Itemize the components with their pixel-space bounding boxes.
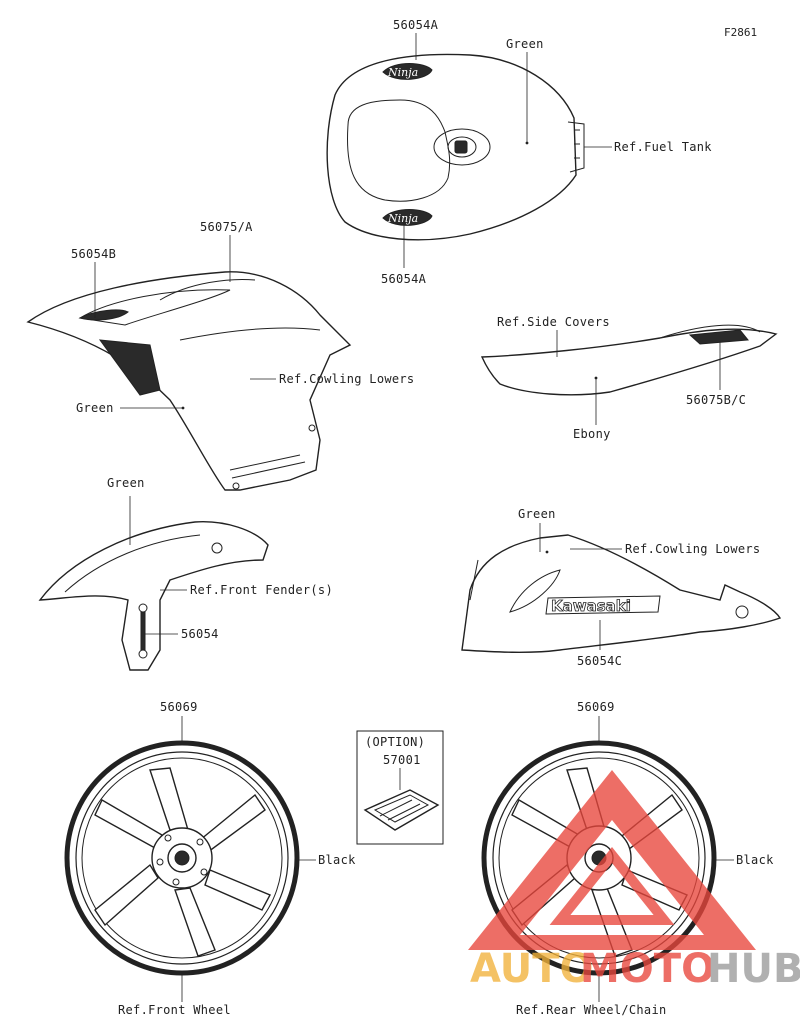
label-option-title: (OPTION) [365,735,425,749]
side-cover [480,328,778,396]
label-ref-side-covers: Ref.Side Covers [497,315,610,329]
lower-cowl-group: Kawasaki [461,534,782,654]
watermark-text-auto: AUTO [470,946,594,992]
ninja-decal-bottom-text: Ninja [387,212,418,225]
front-wheel-group [64,740,300,976]
label-fender-part: 56054 [181,627,219,641]
label-cowl-color: Green [76,401,114,415]
ninja-decal-bottom [382,209,433,226]
label-side-color: Ebony [573,427,611,441]
front-fender [38,521,269,671]
upper-cowl-group [26,271,352,491]
fuel-tank [326,53,577,241]
label-ref-rear-wheel: Ref.Rear Wheel/Chain [516,1003,667,1017]
watermark-triangle-icon [468,770,756,950]
fuel-tank-group: Ninja Ninja [326,53,585,241]
option-box: (OPTION) 57001 [356,730,444,845]
kawasaki-decal: Kawasaki [551,597,631,615]
watermark-text-moto: MOTO [580,946,715,992]
label-rear-wheel-part: 56069 [577,700,615,714]
label-ref-cowling-lowers-2: Ref.Cowling Lowers [625,542,760,556]
lower-cowl [461,534,782,654]
label-lower-part: 56054C [577,654,622,668]
label-tank-part-bottom: 56054A [381,272,427,286]
side-cover-group [480,324,778,396]
label-side-part: 56075B/C [686,393,746,407]
label-front-wheel-color: Black [318,853,356,867]
label-tank-part-top: 56054A [393,18,439,32]
figure-code: F2861 [724,26,757,39]
label-fender-color: Green [107,476,145,490]
label-lower-color: Green [518,507,556,521]
front-fender-group [38,521,269,671]
label-front-wheel-part: 56069 [160,700,198,714]
label-rear-wheel-color: Black [736,853,774,867]
label-ref-front-fender: Ref.Front Fender(s) [190,583,333,597]
label-ref-fuel-tank: Ref.Fuel Tank [614,140,712,154]
label-cowl-part-75a: 56075/A [200,220,253,234]
label-cowl-part-b: 56054B [71,247,116,261]
watermark-text-hub: HUB [707,946,800,992]
ninja-decal-top-text: Ninja [387,66,418,79]
label-option-part: 57001 [383,753,421,767]
label-ref-front-wheel: Ref.Front Wheel [118,1003,231,1017]
watermark: AUTO MOTO HUB [468,770,800,992]
label-tank-color: Green [506,37,544,51]
label-ref-cowling-lowers-1: Ref.Cowling Lowers [279,372,414,386]
ninja-decal-top [382,63,433,80]
